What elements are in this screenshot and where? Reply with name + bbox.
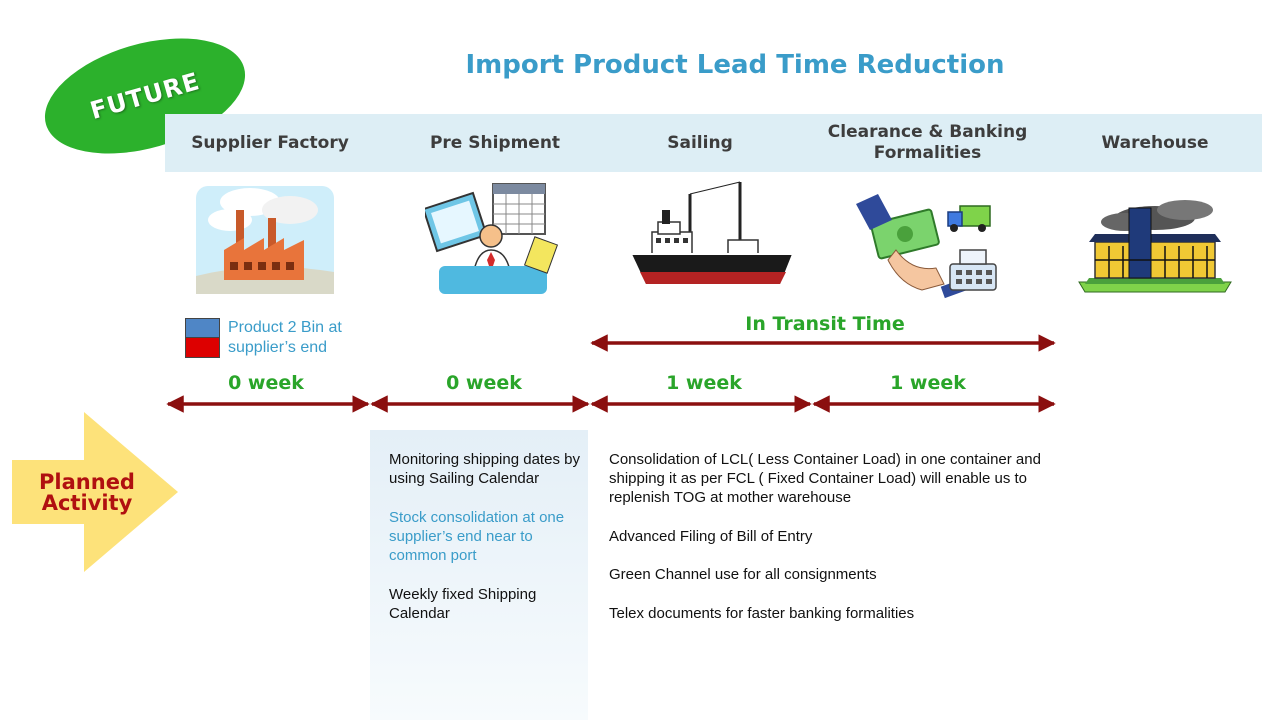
- stage-header-supplier-factory: Supplier Factory: [191, 132, 349, 153]
- planned-activity-label: Planned Activity: [39, 470, 135, 515]
- cargo-ship-icon: [632, 181, 792, 284]
- legend-swatch-red: [185, 337, 220, 358]
- stage-header-clearance-banking: Clearance & Banking Formalities: [827, 122, 1028, 163]
- transit-activity-1: Consolidation of LCL( Less Container Loa…: [609, 451, 1041, 506]
- stage-header-band: [165, 114, 1262, 172]
- stage-header-warehouse: Warehouse: [1101, 132, 1209, 153]
- pre-shipment-activity-1: Monitoring shipping dates by using Saili…: [389, 451, 580, 487]
- money-truck-register-icon: [856, 194, 997, 299]
- planned-activity-arrow: [12, 412, 178, 572]
- pre-shipment-activity-3: Weekly fixed Shipping Calendar: [389, 586, 537, 622]
- duration-clearance-banking: 1 week: [890, 372, 966, 394]
- duration-sailing: 1 week: [666, 372, 742, 394]
- legend-text: Product 2 Bin at supplier’s end: [228, 319, 342, 356]
- duration-supplier-factory: 0 week: [228, 372, 304, 394]
- factory-icon: [196, 186, 334, 294]
- transit-activity-3: Green Channel use for all consignments: [609, 566, 877, 583]
- pre-shipment-activity-2: Stock consolidation at one supplier’s en…: [389, 509, 565, 564]
- pre-shipment-activity-panel: [370, 430, 588, 720]
- stage-header-pre-shipment: Pre Shipment: [429, 132, 561, 153]
- duration-pre-shipment: 0 week: [446, 372, 522, 394]
- warehouse-icon: [1078, 200, 1232, 293]
- in-transit-time-label: In Transit Time: [745, 313, 905, 335]
- transit-activity-4: Telex documents for faster banking forma…: [609, 605, 915, 622]
- transit-activity-2: Advanced Filing of Bill of Entry: [609, 528, 813, 545]
- page-title: Import Product Lead Time Reduction: [465, 50, 1005, 80]
- planner-at-computer-icon: [425, 183, 559, 294]
- stage-header-sailing: Sailing: [667, 132, 733, 153]
- legend-swatch-blue: [185, 318, 220, 339]
